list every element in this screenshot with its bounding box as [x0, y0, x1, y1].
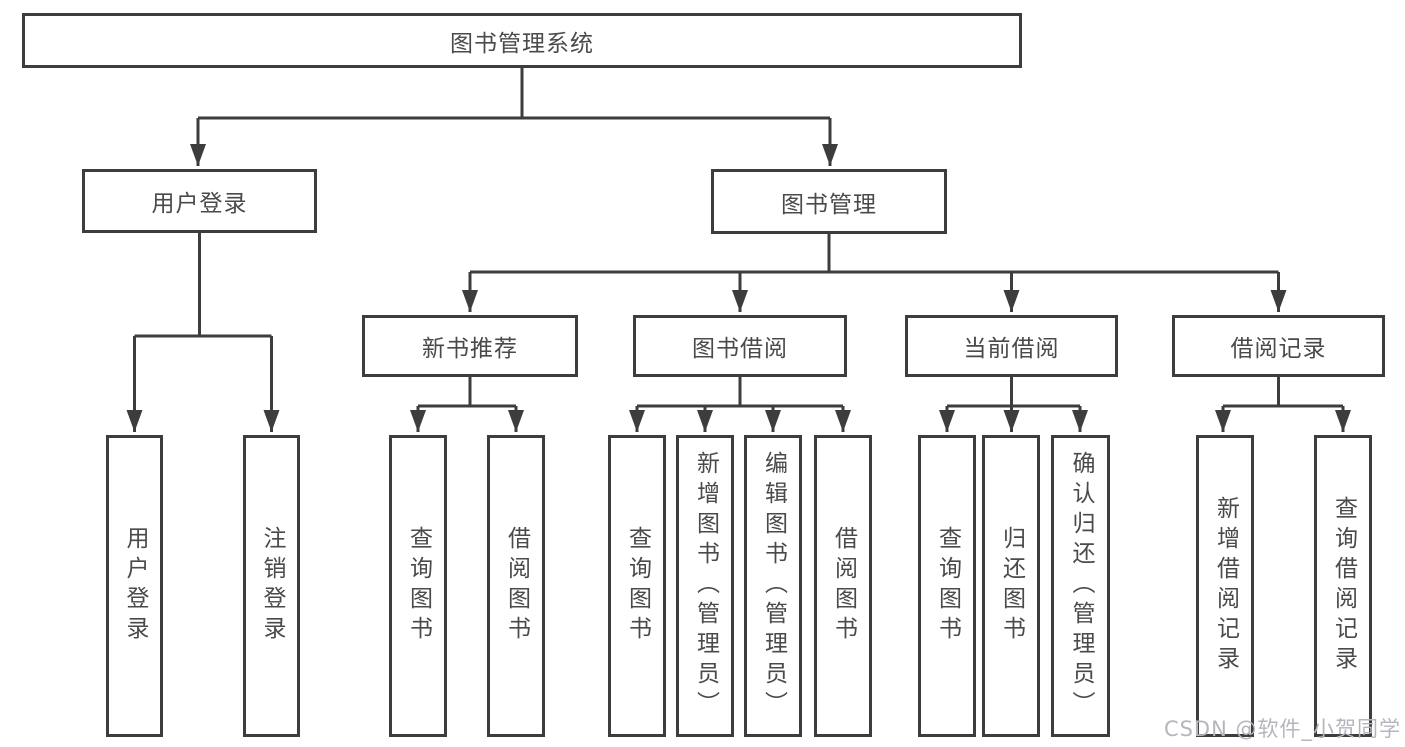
node-label: 查询图书 — [934, 526, 961, 646]
connector-new-book-split — [418, 377, 516, 408]
node-label: 查询图书 — [405, 526, 432, 646]
node-cb-return-books: 归还图书 — [982, 435, 1040, 737]
node-label: 新增图书（管理员） — [692, 451, 719, 721]
node-br-query-record: 查询借阅记录 — [1314, 435, 1372, 737]
node-cb-query-books: 查询图书 — [918, 435, 976, 737]
node-label: 图书管理 — [781, 191, 877, 218]
node-label: 图书借阅 — [692, 336, 788, 362]
node-label: 用户登录 — [151, 191, 248, 217]
node-bb-query-books: 查询图书 — [608, 435, 666, 737]
node-label: 查询图书 — [624, 526, 651, 646]
node-book-management: 图书管理 — [711, 169, 947, 234]
node-user-login: 用户登录 — [106, 435, 163, 737]
node-label: 查询借阅记录 — [1330, 496, 1357, 676]
node-label: 确认归还（管理员） — [1068, 451, 1094, 721]
node-label: 新书推荐 — [422, 336, 518, 362]
node-book-borrowing: 图书借阅 — [633, 315, 847, 377]
node-borrowing-records: 借阅记录 — [1172, 315, 1385, 377]
node-new-book-recommendation: 新书推荐 — [362, 315, 578, 377]
node-bb-edit-books-admin: 编辑图书（管理员） — [744, 435, 802, 737]
node-label: 当前借阅 — [963, 336, 1060, 362]
node-label: 新增借阅记录 — [1212, 496, 1239, 676]
connector-current-borrow-split — [947, 377, 1080, 408]
connector-book-mgmt-split — [470, 234, 1279, 274]
connector-borrow-records-split — [1223, 377, 1343, 408]
node-current-borrowing: 当前借阅 — [905, 315, 1118, 377]
node-nb-query-books: 查询图书 — [389, 435, 447, 737]
node-bb-borrow-books: 借阅图书 — [814, 435, 872, 737]
node-label: 借阅图书 — [503, 526, 530, 646]
node-label: 借阅记录 — [1230, 336, 1327, 362]
node-bb-add-books-admin: 新增图书（管理员） — [676, 435, 734, 737]
node-label: 图书管理系统 — [450, 30, 594, 57]
node-label: 归还图书 — [998, 526, 1025, 646]
node-library-management-system: 图书管理系统 — [22, 13, 1022, 68]
node-label: 借阅图书 — [830, 526, 857, 646]
node-br-add-record: 新增借阅记录 — [1196, 435, 1254, 737]
connector-book-borrow-split — [637, 377, 843, 408]
node-label: 注销登录 — [259, 526, 285, 646]
node-cb-confirm-return-admin: 确认归还（管理员） — [1051, 435, 1110, 737]
connector-root-split — [198, 68, 830, 120]
node-nb-borrow-books: 借阅图书 — [487, 435, 545, 737]
node-logout: 注销登录 — [243, 435, 300, 737]
node-user-login-group: 用户登录 — [82, 169, 317, 233]
node-label: 编辑图书（管理员） — [760, 451, 787, 721]
connector-user-login-split — [134, 231, 272, 338]
node-label: 用户登录 — [122, 526, 148, 646]
